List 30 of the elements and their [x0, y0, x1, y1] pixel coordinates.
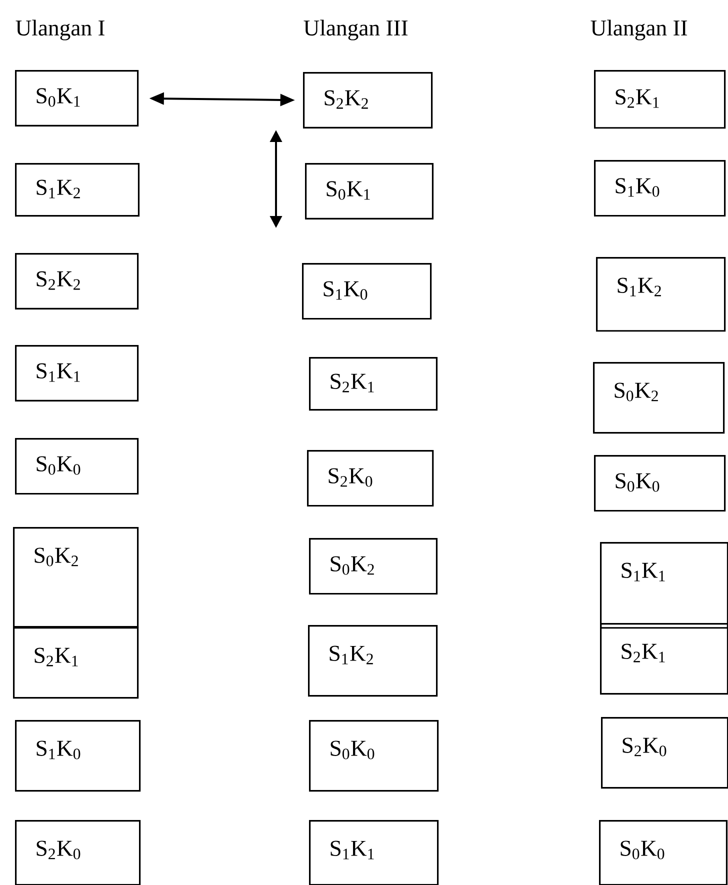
plot-box: S$_{2}$K$_{1}$ [600, 623, 728, 695]
plot-box: S$_{2}$K$_{2}$ [303, 72, 433, 129]
plot-box: S$_{0}$K$_{1}$ [305, 163, 434, 220]
column-heading: Ulangan III [304, 20, 408, 40]
plot-box: S$_{0}$K$_{0}$ [15, 438, 139, 495]
plot-box: S$_{2}$K$_{0}$ [15, 820, 141, 885]
plot-box: S$_{0}$K$_{1}$ [15, 70, 139, 127]
plot-box: S$_{1}$K$_{0}$ [15, 720, 141, 792]
plot-box: S$_{2}$K$_{1}$ [594, 70, 726, 129]
plot-box: S$_{0}$K$_{0}$ [599, 820, 728, 885]
plot-box: S$_{1}$K$_{1}$ [309, 820, 439, 885]
plot-box: S$_{2}$K$_{0}$ [307, 450, 434, 507]
plot-box: S$_{2}$K$_{1}$ [309, 357, 438, 411]
plot-box: S$_{1}$K$_{0}$ [302, 263, 432, 320]
plot-box: S$_{2}$K$_{1}$ [13, 627, 139, 699]
column-heading: Ulangan I [16, 20, 104, 40]
plot-box: S$_{1}$K$_{2}$ [308, 625, 438, 697]
plot-box: S$_{0}$K$_{0}$ [309, 720, 439, 792]
plot-box: S$_{0}$K$_{0}$ [594, 455, 726, 512]
plot-box: S$_{0}$K$_{2}$ [13, 527, 139, 628]
plot-box: S$_{1}$K$_{0}$ [594, 160, 726, 217]
column-heading: Ulangan II [590, 20, 688, 40]
plot-box: S$_{0}$K$_{2}$ [309, 538, 438, 595]
plot-box: S$_{1}$K$_{1}$ [600, 542, 728, 629]
plot-box: S$_{1}$K$_{1}$ [15, 345, 139, 402]
plot-box: S$_{1}$K$_{2}$ [15, 163, 140, 217]
plot-box: S$_{2}$K$_{0}$ [601, 717, 728, 789]
plot-box: S$_{0}$K$_{2}$ [593, 362, 725, 434]
plot-box: S$_{1}$K$_{2}$ [596, 257, 726, 332]
plot-box: S$_{2}$K$_{2}$ [15, 253, 139, 310]
